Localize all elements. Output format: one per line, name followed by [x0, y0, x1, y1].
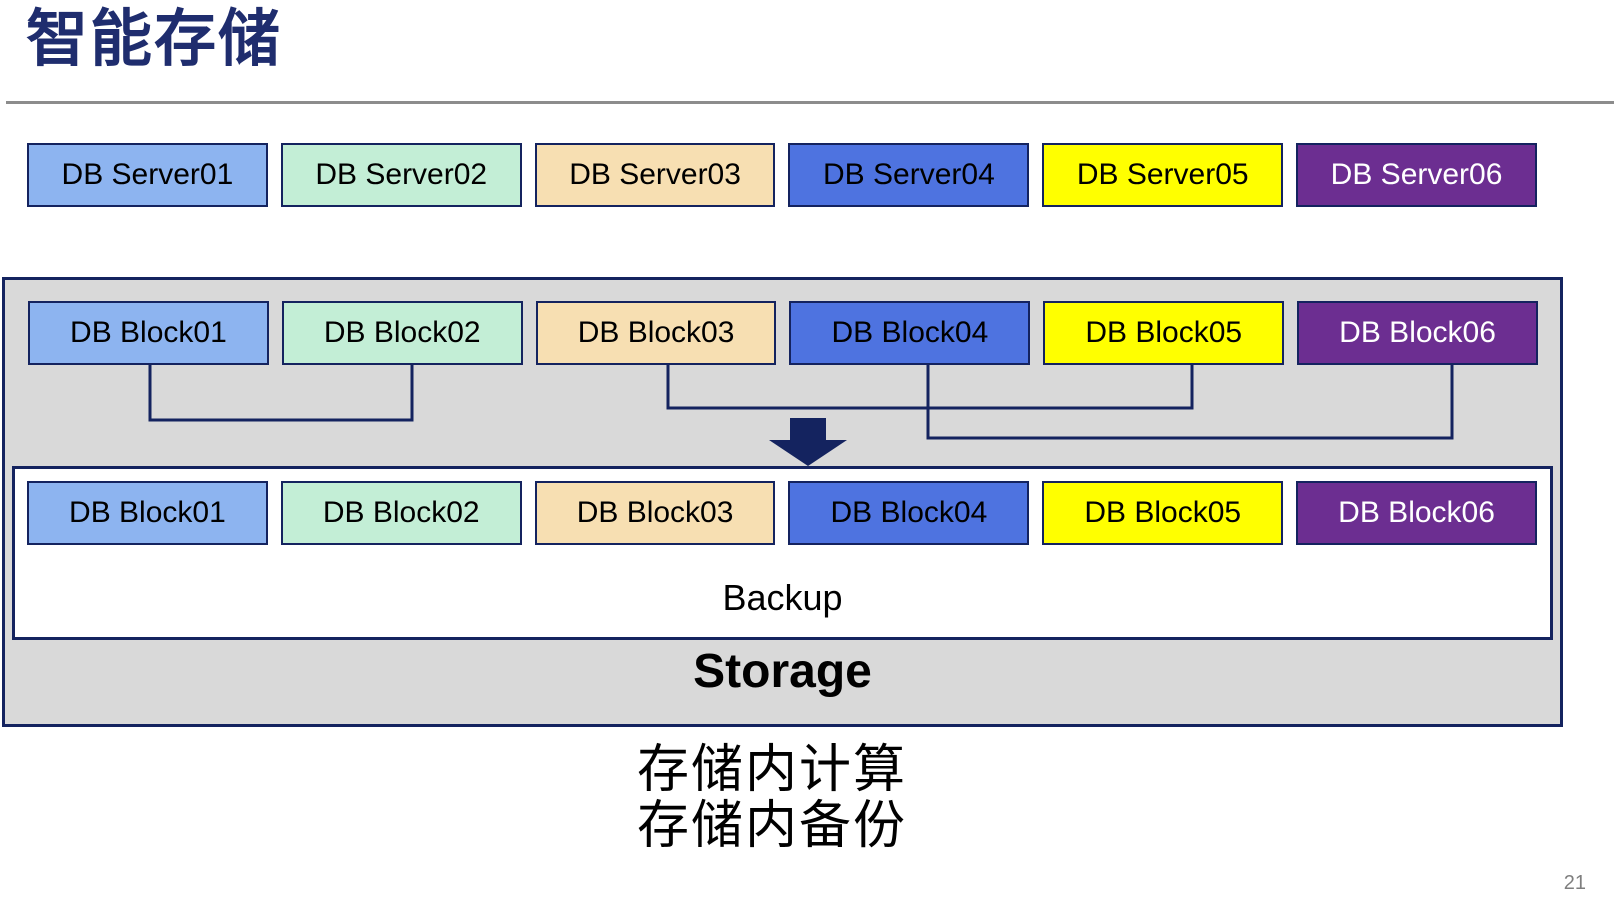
connectors-svg — [148, 365, 1454, 466]
server-box: DB Server01 — [27, 143, 268, 207]
down-arrow-icon — [769, 418, 847, 466]
block-box: DB Block01 — [27, 481, 268, 545]
caption-line-compute: 存储内计算 — [637, 741, 908, 799]
title-divider — [6, 101, 1614, 104]
block-box: DB Block05 — [1043, 301, 1285, 365]
block-box: DB Block01 — [28, 301, 269, 365]
block-box: DB Block03 — [534, 481, 776, 545]
storage-label: Storage — [693, 645, 872, 698]
block-box: DB Block02 — [280, 481, 522, 545]
server-box: DB Server05 — [1042, 143, 1284, 207]
block-box: DB Block04 — [788, 481, 1030, 545]
page-number: 21 — [1563, 872, 1586, 894]
slide-title: 智能存储 — [26, 5, 283, 74]
server-box: DB Server04 — [788, 143, 1030, 207]
block-box: DB Block03 — [535, 301, 777, 365]
server-box: DB Server06 — [1296, 143, 1537, 207]
server-box: DB Server03 — [534, 143, 776, 207]
caption-line-backup: 存储内备份 — [637, 797, 908, 855]
block-box: DB Block05 — [1042, 481, 1284, 545]
block-box: DB Block04 — [789, 301, 1031, 365]
block-box: DB Block02 — [281, 301, 523, 365]
connector-bracket-1-2 — [148, 365, 414, 422]
block-box: DB Block06 — [1297, 301, 1538, 365]
backup-label: Backup — [722, 577, 843, 618]
block-box: DB Block06 — [1296, 481, 1537, 545]
caption-block: 存储内计算 存储内备份 — [637, 742, 907, 854]
connector-bracket-3-5 — [666, 365, 1194, 410]
server-box: DB Server02 — [280, 143, 522, 207]
connector-bracket-4-6 — [926, 365, 1454, 440]
